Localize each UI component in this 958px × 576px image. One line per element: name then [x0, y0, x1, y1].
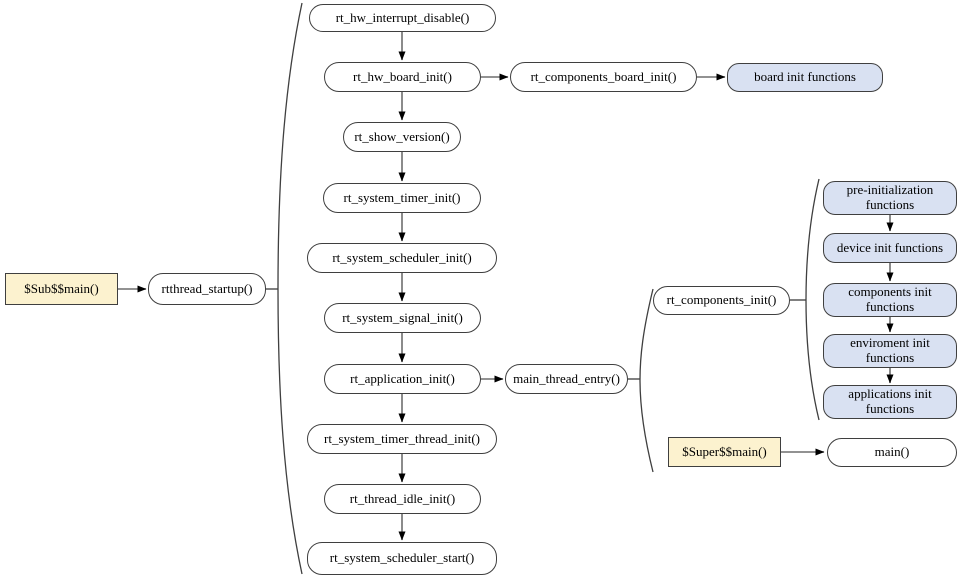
link-dashes — [266, 288, 806, 380]
node-board-init-functions: board init functions — [727, 63, 883, 92]
node-enviroment-init-functions: enviroment init functions — [823, 334, 957, 368]
node-rt-system-scheduler-start: rt_system_scheduler_start() — [307, 542, 497, 575]
startup-group-brace — [277, 2, 303, 575]
node-rt-system-signal-init: rt_system_signal_init() — [324, 303, 481, 333]
node-rt-application-init: rt_application_init() — [324, 364, 481, 394]
main-thread-group-brace — [639, 288, 654, 473]
node-main: main() — [827, 438, 957, 467]
node-rt-components-board-init: rt_components_board_init() — [510, 62, 697, 92]
node-rtthread-startup: rtthread_startup() — [148, 273, 266, 305]
node-rt-hw-interrupt-disable: rt_hw_interrupt_disable() — [309, 4, 496, 32]
node-super-main: $Super$$main() — [668, 437, 781, 467]
node-applications-init-functions: applications init functions — [823, 385, 957, 419]
node-rt-thread-idle-init: rt_thread_idle_init() — [324, 484, 481, 514]
node-rt-system-timer-init: rt_system_timer_init() — [323, 183, 481, 213]
components-group-brace — [805, 178, 820, 421]
node-device-init-functions: device init functions — [823, 233, 957, 263]
node-rt-hw-board-init: rt_hw_board_init() — [324, 62, 481, 92]
node-components-init-functions: components init functions — [823, 283, 957, 317]
node-rt-show-version: rt_show_version() — [343, 122, 461, 152]
node-pre-initialization-functions: pre-initialization functions — [823, 181, 957, 215]
node-rt-system-timer-thread-init: rt_system_timer_thread_init() — [307, 424, 497, 454]
node-sub-main: $Sub$$main() — [5, 273, 118, 305]
horizontal-arrows — [118, 73, 825, 456]
node-rt-system-scheduler-init: rt_system_scheduler_init() — [307, 243, 497, 273]
node-rt-components-init: rt_components_init() — [653, 286, 790, 315]
node-main-thread-entry: main_thread_entry() — [505, 364, 628, 394]
